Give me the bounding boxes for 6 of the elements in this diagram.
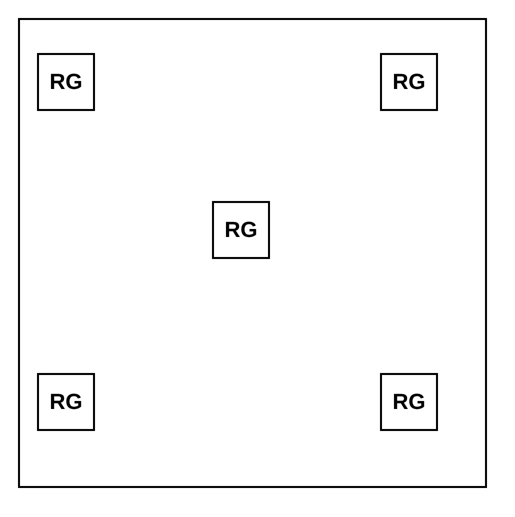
label-box: RG xyxy=(37,53,95,111)
frame-box xyxy=(18,18,487,488)
label-box: RG xyxy=(380,53,438,111)
label-box: RG xyxy=(37,373,95,431)
label-box: RG xyxy=(212,201,270,259)
label-box: RG xyxy=(380,373,438,431)
